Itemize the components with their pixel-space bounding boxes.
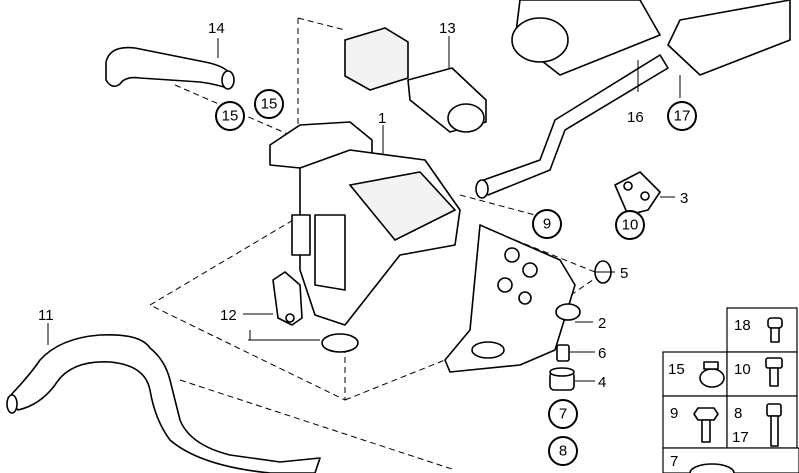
leader-lines (47, 36, 681, 382)
part-16-exhaust-pipe (475, 54, 669, 199)
callout-1: 1 (378, 110, 386, 127)
part-12-bracket (272, 271, 303, 326)
part-6-sleeve (556, 344, 570, 362)
svg-text:7: 7 (559, 406, 567, 423)
legend-18: 18 (734, 317, 751, 334)
callout-7: 7 (548, 399, 578, 429)
callout-13: 13 (439, 20, 456, 37)
part-4-damper (549, 367, 575, 391)
grommet-under-heater (321, 333, 359, 353)
callout-12: 12 (220, 307, 237, 324)
part-17-muffler (511, 0, 791, 76)
part-14-hose (105, 46, 235, 90)
svg-text:8: 8 (559, 443, 567, 460)
callout-11: 11 (38, 307, 54, 324)
callout-15b: 15 (215, 101, 245, 131)
callout-16: 16 (627, 109, 644, 126)
bolt-8-17-icon (766, 403, 782, 447)
bolt-10-icon (765, 357, 783, 387)
callout-8: 8 (548, 436, 578, 466)
part-1-heater (269, 121, 461, 326)
small-parts-legend: 18 15 10 9 8 17 7 (662, 307, 799, 473)
legend-8: 8 (734, 405, 742, 422)
legend-9: 9 (670, 405, 678, 422)
nut-7-icon (689, 463, 735, 473)
callout-14: 14 (208, 20, 225, 37)
part-11-long-hose (6, 333, 321, 473)
part-13-filter (344, 27, 487, 133)
callout-17: 17 (667, 101, 697, 131)
callout-2: 2 (598, 315, 606, 332)
callout-5: 5 (620, 265, 628, 282)
svg-text:15: 15 (222, 108, 239, 125)
bolt-18-icon (767, 317, 783, 343)
legend-17: 17 (732, 429, 749, 446)
hose-clamp-icon (699, 361, 725, 388)
callout-10: 10 (615, 210, 645, 240)
legend-15: 15 (668, 361, 685, 378)
svg-text:17: 17 (674, 108, 691, 125)
callout-4: 4 (598, 374, 606, 391)
part-3-bracket (614, 171, 661, 216)
part-9-mount (444, 224, 581, 373)
legend-10: 10 (734, 361, 751, 378)
bolt-9-icon (693, 407, 719, 443)
callout-6: 6 (598, 345, 606, 362)
callout-3: 3 (680, 190, 688, 207)
legend-7: 7 (670, 453, 678, 470)
callout-9: 9 (532, 209, 562, 239)
svg-text:10: 10 (622, 217, 639, 234)
callout-15a: 15 (254, 89, 284, 119)
svg-text:15: 15 (261, 96, 278, 113)
svg-text:9: 9 (543, 216, 551, 233)
